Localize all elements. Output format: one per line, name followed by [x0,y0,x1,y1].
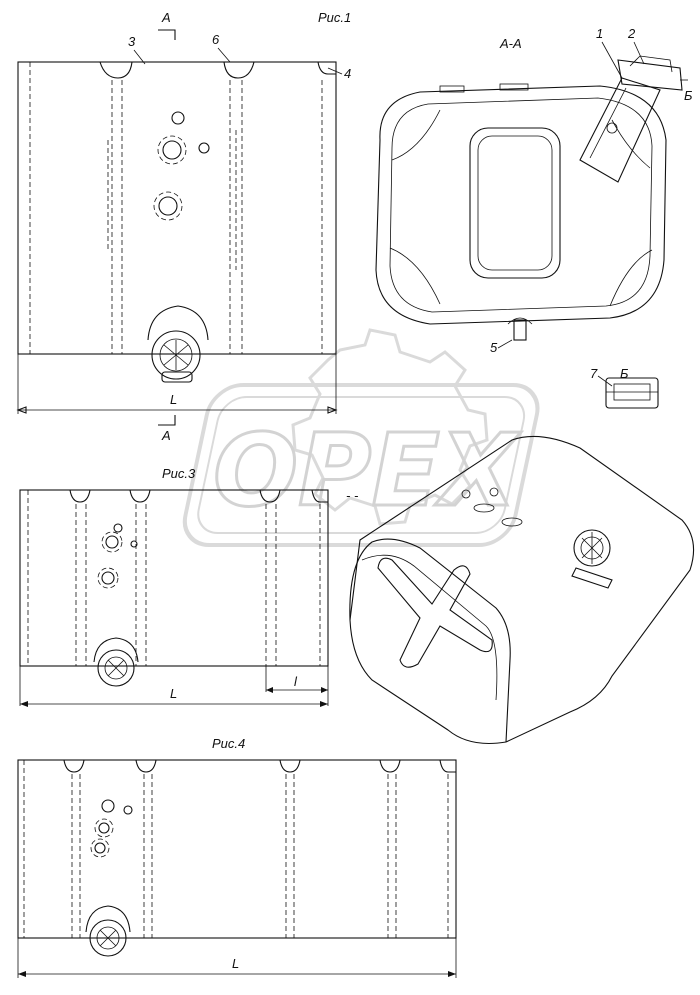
tank-section-outline [375,85,667,325]
watermark-text: OPEX [213,412,522,529]
view-b-title: Б [620,366,629,381]
callout-6: 6 [212,32,220,47]
filler-cap-icon [85,905,131,957]
callout-5: 5 [490,340,498,355]
callout-3: 3 [128,34,136,49]
dimension-length-fig1: L [170,392,177,407]
view-b: Б 7 [590,366,659,409]
tank-body-fig4 [17,759,457,939]
section-a-a: А-А 1 2 Б 5 [375,26,693,355]
section-a-a-title: А-А [499,36,522,51]
view-mark-b: Б [684,88,693,103]
dimension-length-fig3: L [170,686,177,701]
callout-7: 7 [590,366,598,381]
filler-cap-icon [571,529,613,589]
tank-body-fig3 [19,489,329,667]
watermark-gear-icon [291,328,489,526]
figure-1-title: Рис.1 [318,10,351,25]
watermark: OPEX [182,328,540,547]
section-mark-a-top: А [161,10,171,25]
filler-cap-icon [93,637,139,687]
mounting-bracket-icon [579,55,683,183]
svg-text:- -: - - [346,488,359,503]
figure-4: Рис.4 L [17,736,457,978]
figure-3: Рис.3 L l [19,466,329,707]
figure-3-title: Рис.3 [162,466,196,481]
dimension-length-fig4: L [232,956,239,971]
callout-1: 1 [596,26,603,41]
isometric-tank: - - [346,435,695,745]
figure-1: Рис.1 А А [16,10,351,443]
section-mark-a-bottom: А [161,428,171,443]
dimension-short-fig3: l [294,674,298,689]
watermark-frame [182,383,540,547]
callout-4: 4 [344,66,351,81]
filler-cap-icon [147,305,209,383]
callout-2: 2 [627,26,636,41]
figure-4-title: Рис.4 [212,736,245,751]
